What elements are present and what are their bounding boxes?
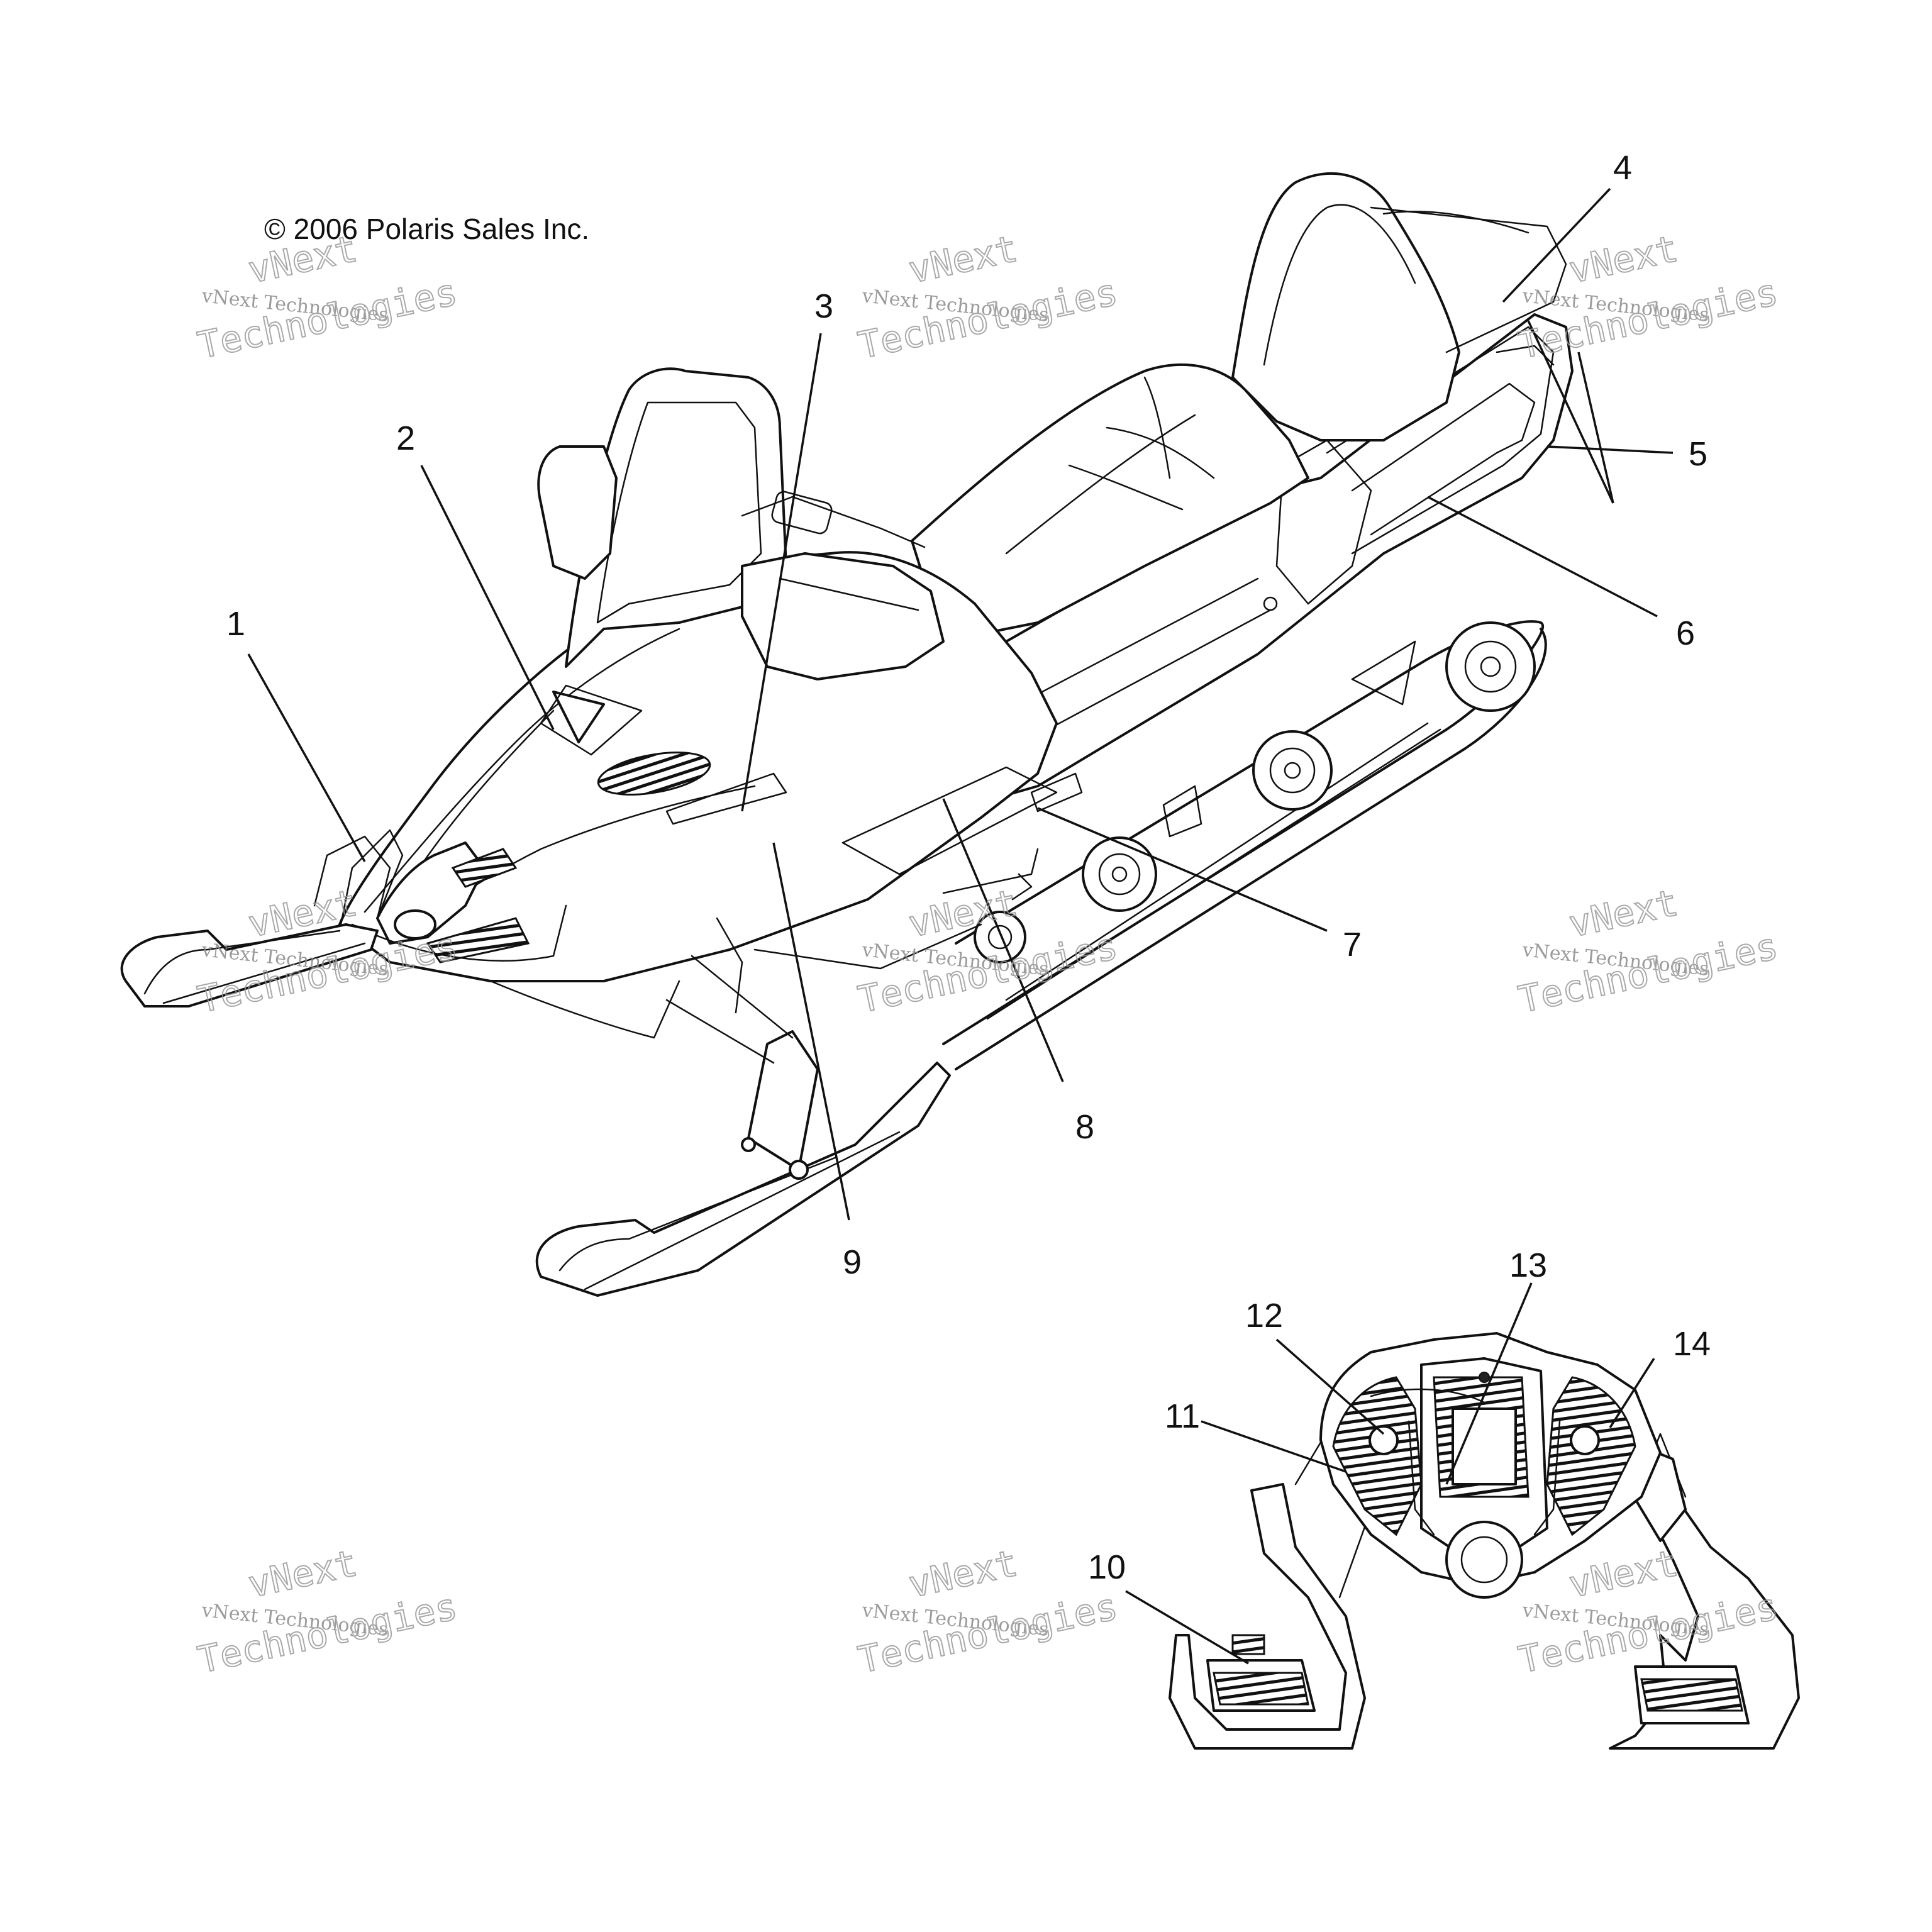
callout-6: 6 <box>1676 614 1695 652</box>
leader-11 <box>1201 1420 1346 1473</box>
callout-8: 8 <box>1075 1108 1094 1146</box>
watermark-line3: Technologies <box>194 270 461 367</box>
callout-12: 12 <box>1245 1297 1283 1335</box>
leader-13 <box>1445 1282 1533 1485</box>
callout-numbers: 1 2 3 4 5 6 7 8 9 10 11 12 13 14 <box>226 149 1711 1586</box>
copyright-text: © 2006 Polaris Sales Inc. <box>264 213 589 245</box>
hood <box>338 367 1083 982</box>
watermark-line3: Technologies <box>1515 270 1782 367</box>
leader-8 <box>942 798 1064 1082</box>
leader-lines <box>247 187 1674 1665</box>
leader-14 <box>1609 1358 1655 1428</box>
callout-10: 10 <box>1088 1548 1126 1586</box>
leader-6b <box>1577 352 1614 504</box>
callout-9: 9 <box>843 1243 862 1281</box>
watermark: vNext vNext Technologies Technologies <box>194 226 462 368</box>
watermark-line1: vNext <box>905 227 1021 292</box>
callout-5: 5 <box>1689 435 1707 473</box>
watermark: vNext vNext Technologies Technologies <box>1514 880 1782 1022</box>
callout-4: 4 <box>1613 149 1632 187</box>
leader-6a <box>1527 320 1614 504</box>
leader-5 <box>1546 445 1674 454</box>
track-assembly <box>942 620 1547 1070</box>
watermark-line1: vNext <box>1565 881 1682 946</box>
callout-11: 11 <box>1165 1397 1200 1435</box>
watermark-line3: Technologies <box>855 1585 1121 1682</box>
watermark: vNext vNext Technologies Technologies <box>854 226 1122 368</box>
leader-6c <box>1427 496 1658 618</box>
callout-1: 1 <box>226 605 245 643</box>
watermark: vNext vNext Technologies Technologies <box>854 1541 1122 1682</box>
leader-2 <box>420 465 555 730</box>
callout-13: 13 <box>1509 1246 1547 1284</box>
callout-3: 3 <box>814 287 833 325</box>
watermark: vNext vNext Technologies Technologies <box>194 1541 462 1682</box>
leader-4 <box>1502 187 1611 303</box>
leader-9 <box>772 842 850 1221</box>
snowmobile-drawing <box>120 172 1574 1297</box>
leader-1 <box>247 653 366 862</box>
watermark-line3: Technologies <box>855 270 1121 367</box>
leader-7 <box>1037 807 1328 932</box>
watermark-line1: vNext <box>1565 227 1682 292</box>
leader-12 <box>1275 1338 1385 1435</box>
watermark: vNext vNext Technologies Technologies <box>854 880 1122 1022</box>
watermark-line3: Technologies <box>194 1585 461 1682</box>
watermark-line1: vNext <box>1565 1541 1682 1606</box>
left-ski <box>120 835 391 1008</box>
callout-2: 2 <box>396 419 415 457</box>
right-ski <box>535 917 951 1297</box>
front-view-drawing <box>1169 1332 1800 1750</box>
watermark-line1: vNext <box>245 1541 361 1606</box>
callout-14: 14 <box>1673 1325 1711 1363</box>
callout-7: 7 <box>1343 926 1362 963</box>
leader-10 <box>1125 1590 1249 1665</box>
watermark-line3: Technologies <box>1515 924 1782 1021</box>
seat <box>911 172 1567 643</box>
watermark-line1: vNext <box>905 1541 1021 1606</box>
leader-3 <box>741 333 822 812</box>
